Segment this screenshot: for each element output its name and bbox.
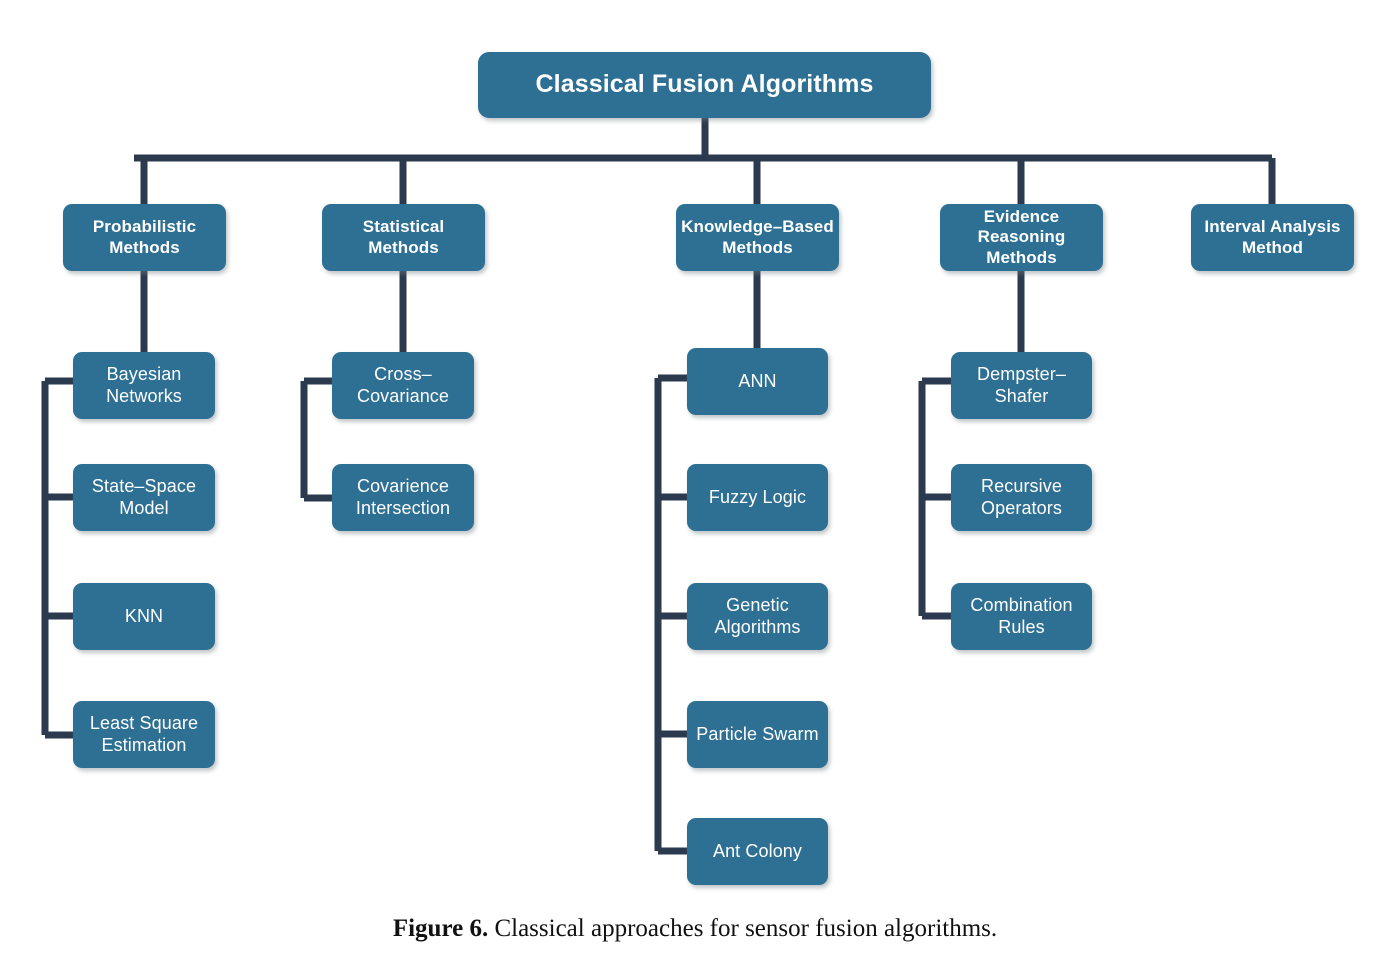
node-ant-colony[interactable]: Ant Colony — [687, 818, 828, 885]
node-cross-covariance[interactable]: Cross– Covariance — [332, 352, 474, 419]
figure-caption: Figure 6. Classical approaches for senso… — [0, 915, 1390, 943]
node-genetic-algorithms[interactable]: Genetic Algorithms — [687, 583, 828, 650]
tree-connectors — [41, 118, 1276, 855]
figure-caption-label: Figure 6. — [392, 915, 489, 942]
node-probabilistic-methods[interactable]: Probabilistic Methods — [63, 204, 226, 271]
node-interval-analysis-method[interactable]: Interval Analysis Method — [1191, 204, 1354, 271]
node-particle-swarm[interactable]: Particle Swarm — [687, 701, 828, 768]
node-knn[interactable]: KNN — [73, 583, 215, 650]
node-combination-rules[interactable]: Combination Rules — [951, 583, 1092, 650]
node-classical-fusion-algorithms[interactable]: Classical Fusion Algorithms — [478, 52, 931, 118]
node-state-space-model[interactable]: State–Space Model — [73, 464, 215, 531]
node-recursive-operators[interactable]: Recursive Operators — [951, 464, 1092, 531]
node-fuzzy-logic[interactable]: Fuzzy Logic — [687, 464, 828, 531]
node-statistical-methods[interactable]: Statistical Methods — [322, 204, 485, 271]
node-dempster-shafer[interactable]: Dempster– Shafer — [951, 352, 1092, 419]
node-covarience-intersection[interactable]: Covarience Intersection — [332, 464, 474, 531]
node-knowledge-based-methods[interactable]: Knowledge–Based Methods — [676, 204, 839, 271]
figure-caption-text: Classical approaches for sensor fusion a… — [488, 915, 998, 942]
node-bayesian-networks[interactable]: Bayesian Networks — [73, 352, 215, 419]
node-least-square-estimation[interactable]: Least Square Estimation — [73, 701, 215, 768]
node-ann[interactable]: ANN — [687, 348, 828, 415]
node-evidence-reasoning-methods[interactable]: Evidence Reasoning Methods — [940, 204, 1103, 271]
